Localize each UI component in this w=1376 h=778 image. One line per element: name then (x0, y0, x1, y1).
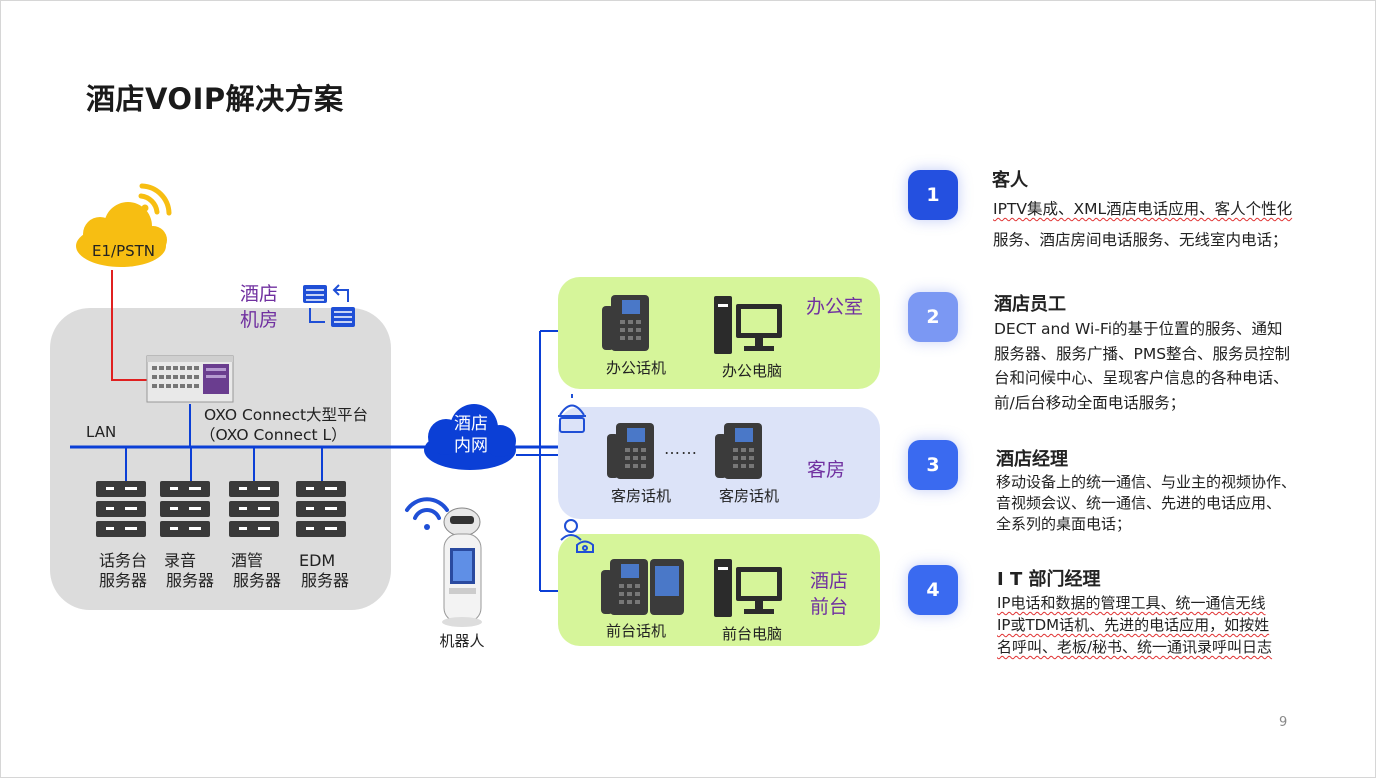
office-pc-label: 办公电脑 (721, 362, 782, 380)
server-label-line2: 服务器 (300, 571, 349, 590)
role-desc-line: DECT and Wi-Fi的基于位置的服务、通知 (994, 320, 1283, 338)
role-title-it-manager: I T 部门经理 (997, 569, 1101, 590)
server-label-line1: 话务台 (98, 551, 147, 570)
role-badge-4: 4 (908, 565, 958, 615)
role-desc-line: 移动设备上的统一通信、与业主的视频协作、 (996, 473, 1297, 491)
room-service-bell-icon (558, 394, 586, 433)
guest-phone-icon (607, 423, 654, 479)
role-badge-3: 3 (908, 440, 958, 490)
role-desc-staff: DECT and Wi-Fi的基于位置的服务、通知 服务器、服务广播、PMS整合… (994, 317, 1290, 415)
guest-phone-label: 客房话机 (718, 487, 779, 505)
role-desc-line: 音视频会议、统一通信、先进的电话应用、 (996, 494, 1282, 512)
intranet-cloud-icon (424, 404, 516, 470)
role-desc-line: 名呼叫、老板/秘书、统一通讯录呼叫日志 (997, 638, 1273, 656)
role-desc-line: 前/后台移动全面电话服务； (994, 393, 1186, 412)
pstn-label: E1/PSTN (92, 242, 156, 260)
server-label-edm: EDM 服务器 (290, 551, 360, 591)
server-label-line2: 服务器 (98, 571, 147, 590)
page-number: 9 (1279, 715, 1288, 730)
role-title-guest: 客人 (992, 170, 1028, 191)
role-desc-line: IPTV集成、XML酒店电话应用、客人个性化 (993, 200, 1293, 218)
intranet-label-line1: 酒店 (454, 414, 488, 434)
platform-label: OXO Connect大型平台 （OXO Connect L） (200, 405, 369, 445)
oxo-platform-device (146, 355, 234, 403)
front-desk-zone-name-line2: 前台 (810, 596, 849, 618)
server-sync-icon (303, 284, 355, 327)
machine-room-label: 酒店 机房 (240, 281, 278, 333)
server-label-line1: 录音 (164, 551, 197, 570)
server-label-hotel-management: 酒管 服务器 (222, 551, 292, 591)
guest-phone-icon (715, 423, 762, 479)
receptionist-icon (560, 519, 594, 553)
intranet-label-line2: 内网 (454, 436, 488, 456)
role-desc-it-manager: IP电话和数据的管理工具、统一通信无线 IP或TDM话机、先进的电话应用，如按姓… (997, 592, 1272, 658)
front-desk-zone-name-line1: 酒店 (810, 570, 849, 592)
role-desc-line: IP电话和数据的管理工具、统一通信无线 (997, 594, 1266, 612)
machine-room-label-line2: 机房 (240, 309, 279, 331)
machine-room-label-line1: 酒店 (240, 283, 279, 305)
server-label-operator: 话务台 服务器 (88, 551, 158, 591)
robot-icon (442, 507, 482, 627)
role-desc-line: IP或TDM话机、先进的电话应用，如按姓 (997, 616, 1270, 634)
role-desc-manager: 移动设备上的统一通信、与业主的视频协作、 音视频会议、统一通信、先进的电话应用、… (996, 472, 1296, 535)
pstn-link (111, 270, 150, 381)
role-badge-1: 1 (908, 170, 958, 220)
front-desk-phone-label: 前台话机 (605, 622, 666, 640)
server-label-line1: EDM (299, 551, 336, 570)
network-diagram (50, 183, 880, 646)
role-desc-line: 服务器、服务广播、PMS整合、服务员控制 (994, 344, 1291, 363)
robot-wifi-icon (405, 497, 449, 530)
front-desk-pc-label: 前台电脑 (721, 625, 782, 643)
role-badge-2: 2 (908, 292, 958, 342)
server-icon (96, 481, 346, 537)
role-desc-line: 台和问候中心、呈现客户信息的各种电话、 (994, 369, 1289, 387)
role-title-staff: 酒店员工 (994, 294, 1066, 315)
page-title: 酒店VOIP解决方案 (86, 82, 344, 116)
role-desc-line: 服务、酒店房间电话服务、无线室内电话； (993, 230, 1288, 249)
lan-label: LAN (86, 423, 117, 441)
pstn-cloud-icon (76, 202, 167, 267)
ellipsis: …… (664, 439, 698, 458)
front-desk-pc-icon (714, 559, 782, 617)
office-pc-icon (714, 296, 782, 354)
platform-name: OXO Connect大型平台 (204, 406, 369, 424)
server-label-line2: 服务器 (165, 571, 214, 590)
wireless-signal-icon (138, 183, 172, 216)
server-label-recording: 录音 服务器 (155, 551, 225, 591)
role-desc-line: 全系列的桌面电话； (996, 515, 1132, 533)
platform-model: （OXO Connect L） (200, 426, 347, 444)
robot-label: 机器人 (439, 632, 485, 650)
server-label-line1: 酒管 (231, 551, 264, 570)
guest-phone-label: 客房话机 (610, 487, 671, 505)
office-phone-icon (602, 295, 649, 351)
server-label-line2: 服务器 (232, 571, 281, 590)
guest-room-zone-name: 客房 (807, 459, 846, 481)
front-desk-zone-name: 酒店 前台 (810, 568, 848, 620)
intranet-label: 酒店 内网 (449, 413, 493, 457)
office-phone-label: 办公话机 (605, 359, 666, 377)
office-zone-name: 办公室 (806, 296, 864, 318)
role-title-manager: 酒店经理 (996, 449, 1068, 470)
role-desc-guest: IPTV集成、XML酒店电话应用、客人个性化 服务、酒店房间电话服务、无线室内电… (993, 197, 1292, 252)
front-desk-phone-icon (601, 559, 684, 615)
